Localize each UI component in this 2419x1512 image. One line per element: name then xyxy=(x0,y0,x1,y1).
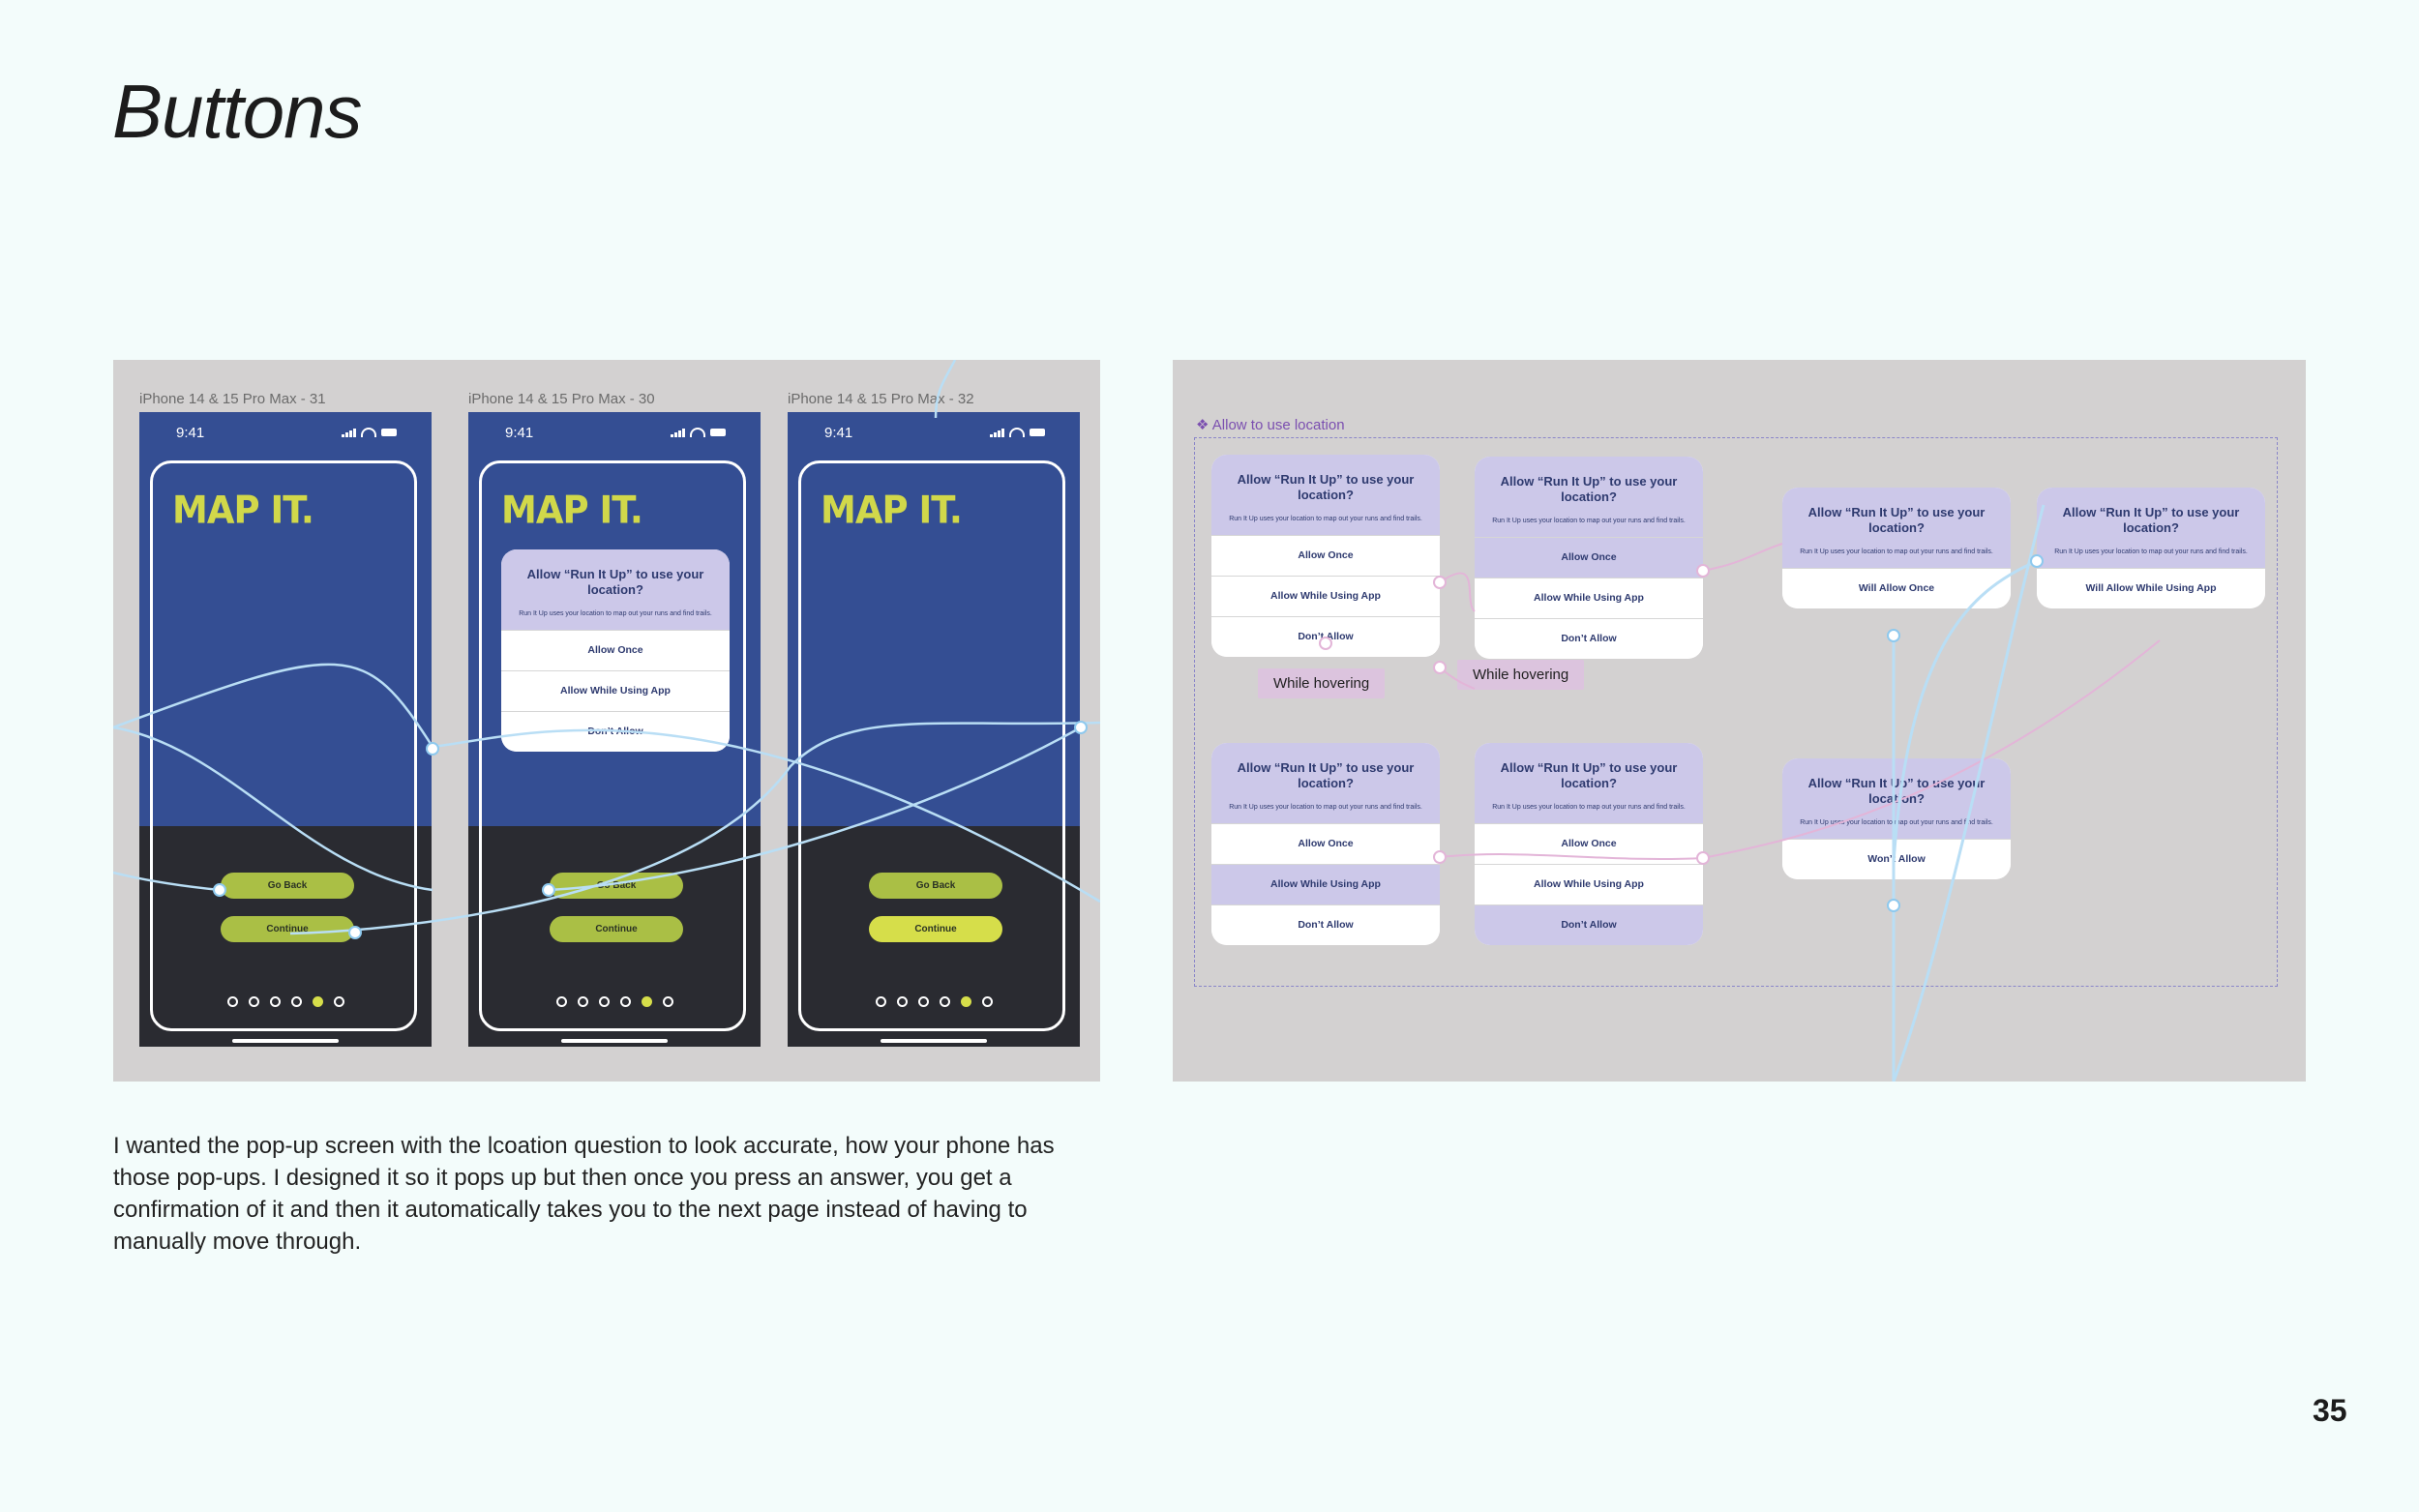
connector-line xyxy=(1702,543,1783,572)
component-canvas: ❖ Allow to use location Allow “Run It Up… xyxy=(1173,360,2306,1082)
variant-hover-dont-allow[interactable]: Allow “Run It Up” to use your location?R… xyxy=(1475,743,1703,945)
allow-while-using-button[interactable]: Allow While Using App xyxy=(501,670,730,711)
variant-container xyxy=(1194,437,2278,987)
connector-line xyxy=(1439,572,1476,612)
connector-line xyxy=(113,663,434,748)
connector-line xyxy=(1892,559,2038,864)
status-time: 9:41 xyxy=(505,425,534,441)
prototype-canvas: iPhone 14 & 15 Pro Max - 31 iPhone 14 & … xyxy=(113,360,1100,1082)
phone-frame-31[interactable]: 9:41 MAP IT. Go Back Continue xyxy=(139,412,432,1047)
home-indicator xyxy=(561,1039,668,1043)
allow-while-using-button[interactable]: Allow While Using App xyxy=(1211,576,1440,616)
connector-line xyxy=(113,726,433,892)
dont-allow-button[interactable]: Don’t Allow xyxy=(1475,904,1703,945)
home-indicator xyxy=(232,1039,339,1043)
connector-node xyxy=(426,742,439,756)
pagination-dots xyxy=(788,996,1080,1007)
variant-will-allow-once[interactable]: Allow “Run It Up” to use your location?R… xyxy=(1782,488,2011,608)
status-time: 9:41 xyxy=(824,425,853,441)
variant-will-allow-while[interactable]: Allow “Run It Up” to use your location?R… xyxy=(2037,488,2265,608)
variant-hover-allow-once[interactable]: Allow “Run It Up” to use your location?R… xyxy=(1475,457,1703,659)
connector-node xyxy=(1074,721,1088,734)
frame-label: iPhone 14 & 15 Pro Max - 30 xyxy=(468,391,655,407)
page-number: 35 xyxy=(2313,1393,2347,1428)
connector-node xyxy=(348,926,362,939)
frame-label: iPhone 14 & 15 Pro Max - 32 xyxy=(788,391,974,407)
allow-while-using-button[interactable]: Allow While Using App xyxy=(1211,864,1440,904)
connector-node xyxy=(1696,851,1710,865)
allow-while-using-button[interactable]: Allow While Using App xyxy=(1475,864,1703,904)
status-bar: 9:41 xyxy=(824,425,1045,444)
screen-outline xyxy=(150,460,417,1031)
connector-node xyxy=(1696,564,1710,578)
allow-once-button[interactable]: Allow Once xyxy=(1211,823,1440,864)
connector-node xyxy=(2030,554,2044,568)
home-indicator xyxy=(881,1039,987,1043)
connector-node xyxy=(1433,576,1447,589)
component-label: ❖ Allow to use location xyxy=(1196,417,1345,433)
connector-line xyxy=(548,726,1082,892)
status-bar: 9:41 xyxy=(176,425,397,444)
go-back-button[interactable]: Go Back xyxy=(221,873,354,899)
connector-line xyxy=(1892,504,2046,1082)
component-icon: ❖ xyxy=(1196,417,1212,433)
variant-connections xyxy=(1319,504,2161,1082)
screen-outline xyxy=(798,460,1065,1031)
variant-hover-allow-while[interactable]: Allow “Run It Up” to use your location?R… xyxy=(1211,743,1440,945)
connector-node xyxy=(1433,850,1447,864)
app-logo: MAP IT. xyxy=(172,488,314,533)
dialog-question: Allow “Run It Up” to use your location? xyxy=(526,567,704,597)
connector-node xyxy=(1887,899,1900,912)
frame-label: iPhone 14 & 15 Pro Max - 31 xyxy=(139,391,326,407)
dialog-subtext: Run It Up uses your location to map out … xyxy=(519,610,712,617)
connector-line xyxy=(289,721,1100,935)
continue-button[interactable]: Continue xyxy=(221,916,354,942)
prototype-connections xyxy=(113,360,1100,939)
connector-line xyxy=(113,871,221,892)
connector-node xyxy=(542,883,555,897)
continue-button[interactable]: Continue xyxy=(550,916,683,942)
battery-icon xyxy=(710,429,726,436)
allow-while-using-button[interactable]: Allow While Using App xyxy=(1475,578,1703,618)
pagination-dots xyxy=(468,996,761,1007)
connector-line xyxy=(1702,639,2161,859)
status-time: 9:41 xyxy=(176,425,205,441)
connector-node xyxy=(1433,661,1447,674)
signal-icon xyxy=(990,428,1004,437)
status-bar: 9:41 xyxy=(505,425,726,444)
signal-icon xyxy=(342,428,356,437)
app-logo: MAP IT. xyxy=(821,488,963,533)
go-back-button[interactable]: Go Back xyxy=(869,873,1002,899)
battery-icon xyxy=(1030,429,1045,436)
hover-annotation: While hovering xyxy=(1258,668,1386,698)
page-title: Buttons xyxy=(112,69,363,154)
allow-once-button[interactable]: Allow Once xyxy=(501,630,730,670)
location-permission-dialog: Allow “Run It Up” to use your location? … xyxy=(501,549,730,752)
variant-default[interactable]: Allow “Run It Up” to use your location?R… xyxy=(1211,455,1440,657)
connector-node xyxy=(213,883,226,897)
screen-outline xyxy=(479,460,746,1031)
signal-icon xyxy=(671,428,685,437)
will-allow-while-label: Will Allow While Using App xyxy=(2037,568,2265,608)
connector-node xyxy=(1887,629,1900,642)
app-logo: MAP IT. xyxy=(501,488,643,533)
wifi-icon xyxy=(1009,428,1025,437)
connector-node xyxy=(1319,637,1332,650)
dont-allow-button[interactable]: Don’t Allow xyxy=(1211,904,1440,945)
phone-frame-30[interactable]: 9:41 MAP IT. Allow “Run It Up” to use yo… xyxy=(468,412,761,1047)
hover-annotation: While hovering xyxy=(1457,660,1585,690)
will-allow-once-label: Will Allow Once xyxy=(1782,568,2011,608)
wifi-icon xyxy=(690,428,705,437)
pagination-dots xyxy=(139,996,432,1007)
connector-line xyxy=(432,728,1100,904)
connector-line xyxy=(1439,853,1704,861)
continue-button[interactable]: Continue xyxy=(869,916,1002,942)
description-paragraph: I wanted the pop-up screen with the lcoa… xyxy=(113,1133,1055,1255)
allow-once-button[interactable]: Allow Once xyxy=(1475,537,1703,578)
dont-allow-button[interactable]: Don’t Allow xyxy=(1475,618,1703,659)
connector-line xyxy=(934,360,957,419)
allow-once-button[interactable]: Allow Once xyxy=(1211,535,1440,576)
battery-icon xyxy=(381,429,397,436)
wifi-icon xyxy=(361,428,376,437)
